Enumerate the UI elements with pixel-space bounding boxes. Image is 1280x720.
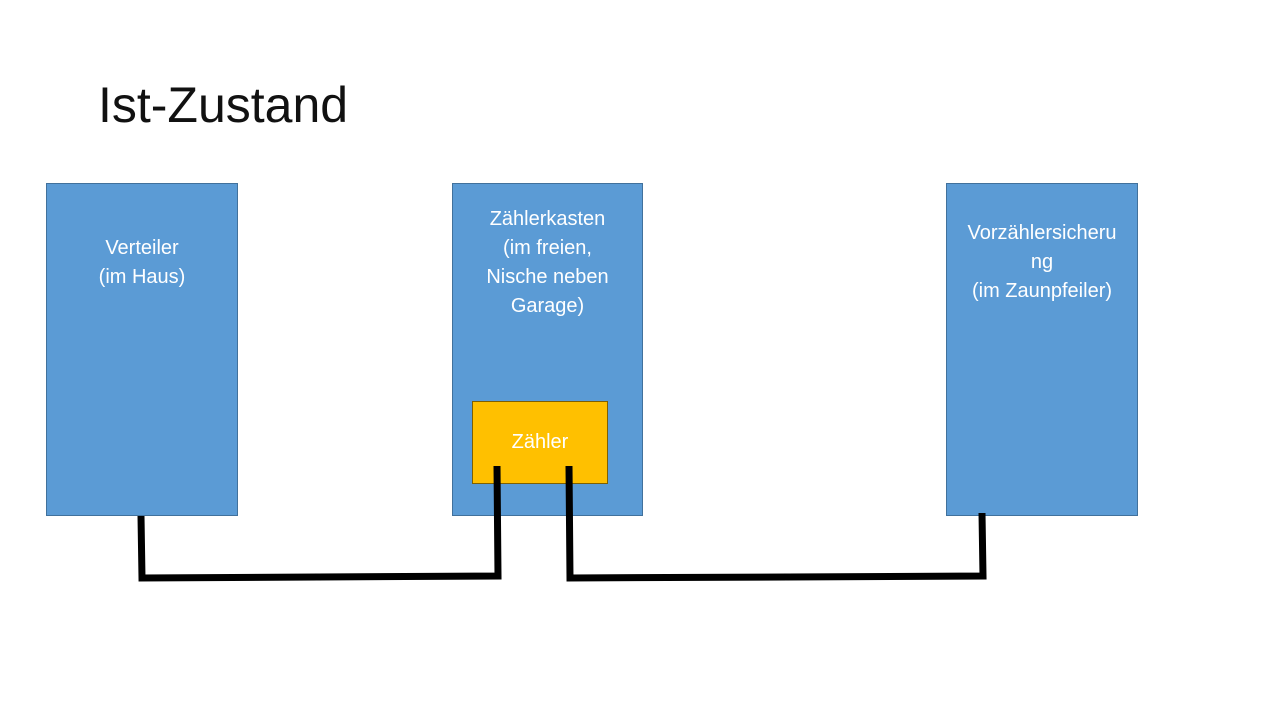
verteiler-label: Verteiler (im Haus) bbox=[98, 237, 186, 288]
zaehlerkasten-label: Zählerkasten (im freien, Nische neben Ga… bbox=[486, 208, 609, 317]
zaehler-box: Zähler bbox=[472, 401, 608, 484]
vorzaehlersicherung-box: Vorzählersicheru ng (im Zaunpfeiler) bbox=[946, 183, 1138, 516]
zaehler-label: Zähler bbox=[511, 431, 569, 453]
slide-title: Ist-Zustand bbox=[98, 77, 349, 133]
verteiler-box: Verteiler (im Haus) bbox=[46, 183, 238, 516]
vorzaehlersicherung-label: Vorzählersicheru ng (im Zaunpfeiler) bbox=[967, 222, 1117, 302]
